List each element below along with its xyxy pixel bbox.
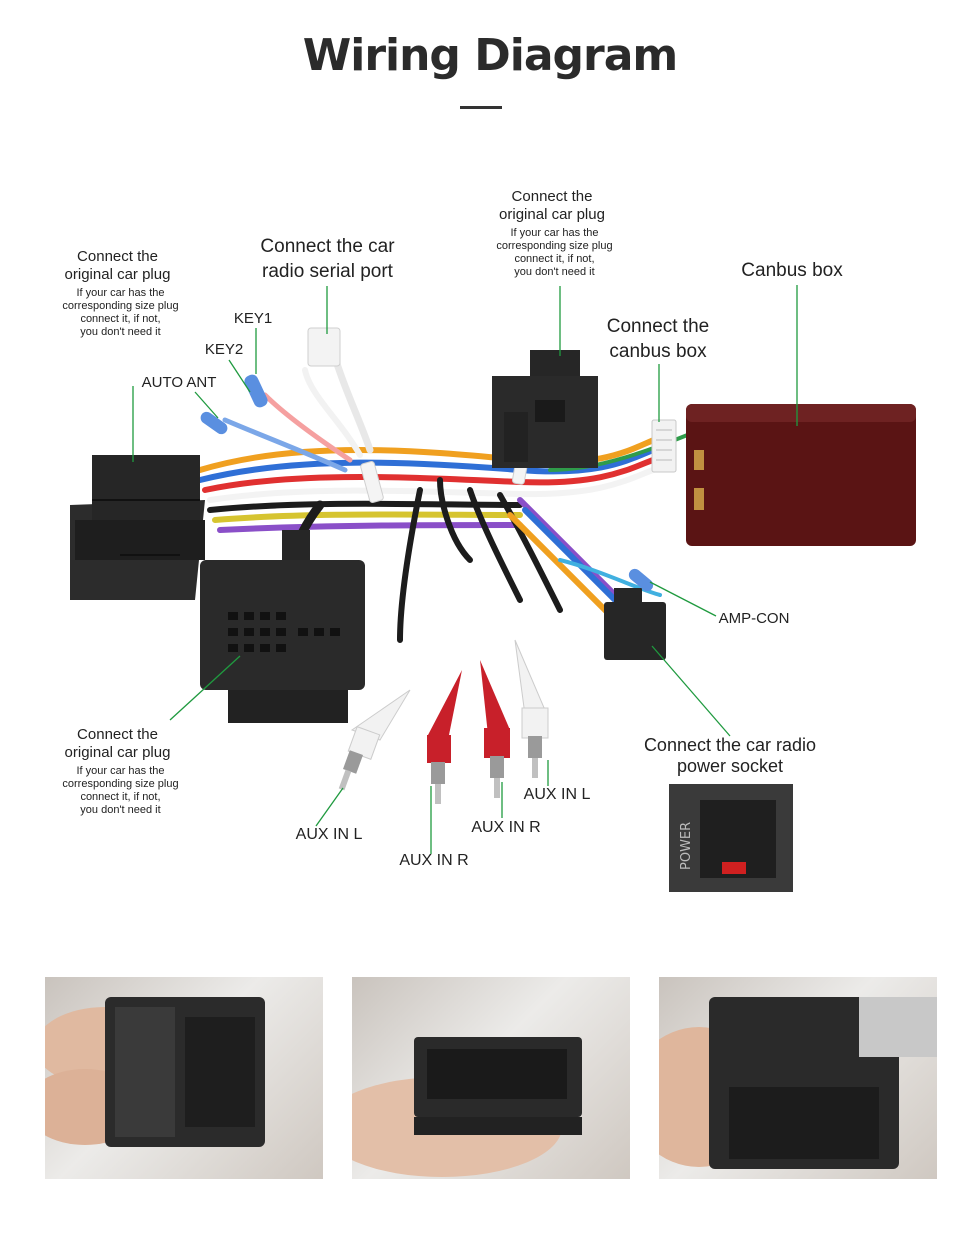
page-title: Wiring Diagram: [302, 30, 679, 81]
plug-top-center-title-line1: Connect the: [511, 188, 593, 205]
aux-in-r-1-label: AUX IN R: [399, 852, 469, 869]
plug-left-top-note-line1: If your car has the: [76, 287, 165, 299]
plug-left-top-note-line4: you don't need it: [80, 326, 161, 338]
plug-left-top-note-line3: connect it, if not,: [80, 313, 161, 325]
photo-iso-plug-in-hand: [45, 977, 323, 1179]
canbus-box-label: Canbus box: [741, 260, 843, 281]
serial-port-label-line2: radio serial port: [262, 261, 393, 282]
rca-plug-aux-in-l-2: [514, 639, 549, 778]
wire-bundle: [197, 336, 702, 643]
power-socket-connect-label-line1: Connect the car radio: [643, 735, 817, 755]
plug-left-top-title: Connect the original car plug: [50, 248, 185, 284]
rca-plug-aux-in-l-1: [338, 689, 411, 791]
canbus-connect-label-line1: Connect the: [606, 316, 710, 337]
power-socket-inset: POWER: [669, 784, 793, 892]
key2-label: KEY2: [204, 341, 244, 358]
title-divider: [460, 106, 502, 109]
quadlock-plug-connector: [200, 530, 365, 723]
plug-left-bottom-note-line1: If your car has the: [76, 765, 165, 777]
aux-in-l-2-label: AUX IN L: [523, 786, 591, 803]
power-socket-connector: [604, 588, 666, 660]
aux-in-r-2-label: AUX IN R: [471, 819, 541, 836]
power-socket-connect-label-line2: power socket: [676, 756, 784, 776]
plug-left-bottom-note-line2: corresponding size plug: [62, 778, 179, 790]
plug-left-top-note-line2: corresponding size plug: [62, 300, 179, 312]
plug-top-center-note-line3: connect it, if not,: [514, 253, 595, 265]
bullet-terminals: [200, 374, 654, 592]
photo-power-plug-in-hand: [659, 977, 937, 1179]
photo-quadlock-plug-in-hand: [352, 977, 630, 1179]
original-plug-top-connector: [492, 350, 598, 468]
plug-left-bottom-title-line1: Connect the: [77, 726, 158, 743]
aux-in-l-1-label: AUX IN L: [295, 826, 363, 843]
plug-left-top-note: If your car has the corresponding size p…: [48, 287, 193, 339]
power-socket-connect-label: Connect the car radio power socket: [630, 735, 830, 777]
leader-lines: [132, 285, 798, 854]
power-socket-label: POWER: [679, 822, 694, 870]
plug-top-center-note-line2: corresponding size plug: [496, 240, 613, 252]
plug-left-bottom-title-line2: original car plug: [64, 744, 171, 761]
iso-plug-connector: [70, 455, 205, 600]
key1-label: KEY1: [233, 310, 273, 327]
amp-con-label: AMP-CON: [718, 610, 790, 627]
plug-top-center-note-line4: you don't need it: [514, 266, 595, 278]
plug-top-center-note-line1: If your car has the: [510, 227, 599, 239]
canbus-connect-label: Connect the canbus box: [590, 314, 726, 364]
plug-left-top-title-line2: original car plug: [64, 266, 171, 283]
auto-ant-label: AUTO ANT: [141, 374, 217, 391]
rca-plug-aux-in-r-2: [480, 660, 510, 798]
plug-top-center-title-line2: original car plug: [499, 206, 605, 223]
canbus-white-connector: [651, 419, 677, 473]
plug-left-bottom-note-line4: you don't need it: [80, 804, 161, 816]
wiring-diagram: POWER: [70, 285, 916, 892]
serial-port-label-line1: Connect the car: [260, 236, 395, 257]
plug-left-bottom-note-line3: connect it, if not,: [80, 791, 161, 803]
plug-left-top-title-line1: Connect the: [77, 248, 158, 265]
plug-left-bottom-title: Connect the original car plug: [50, 726, 185, 762]
rca-plug-aux-in-r-1: [427, 670, 462, 804]
plug-left-bottom-note: If your car has the corresponding size p…: [48, 765, 193, 817]
plug-top-center-title: Connect the original car plug: [487, 188, 617, 224]
serial-port-connector: [307, 327, 341, 367]
canbus-connect-label-line2: canbus box: [609, 341, 707, 362]
serial-port-label: Connect the car radio serial port: [240, 234, 415, 284]
canbus-box-module: [686, 404, 916, 546]
plug-top-center-note: If your car has the corresponding size p…: [482, 227, 627, 279]
